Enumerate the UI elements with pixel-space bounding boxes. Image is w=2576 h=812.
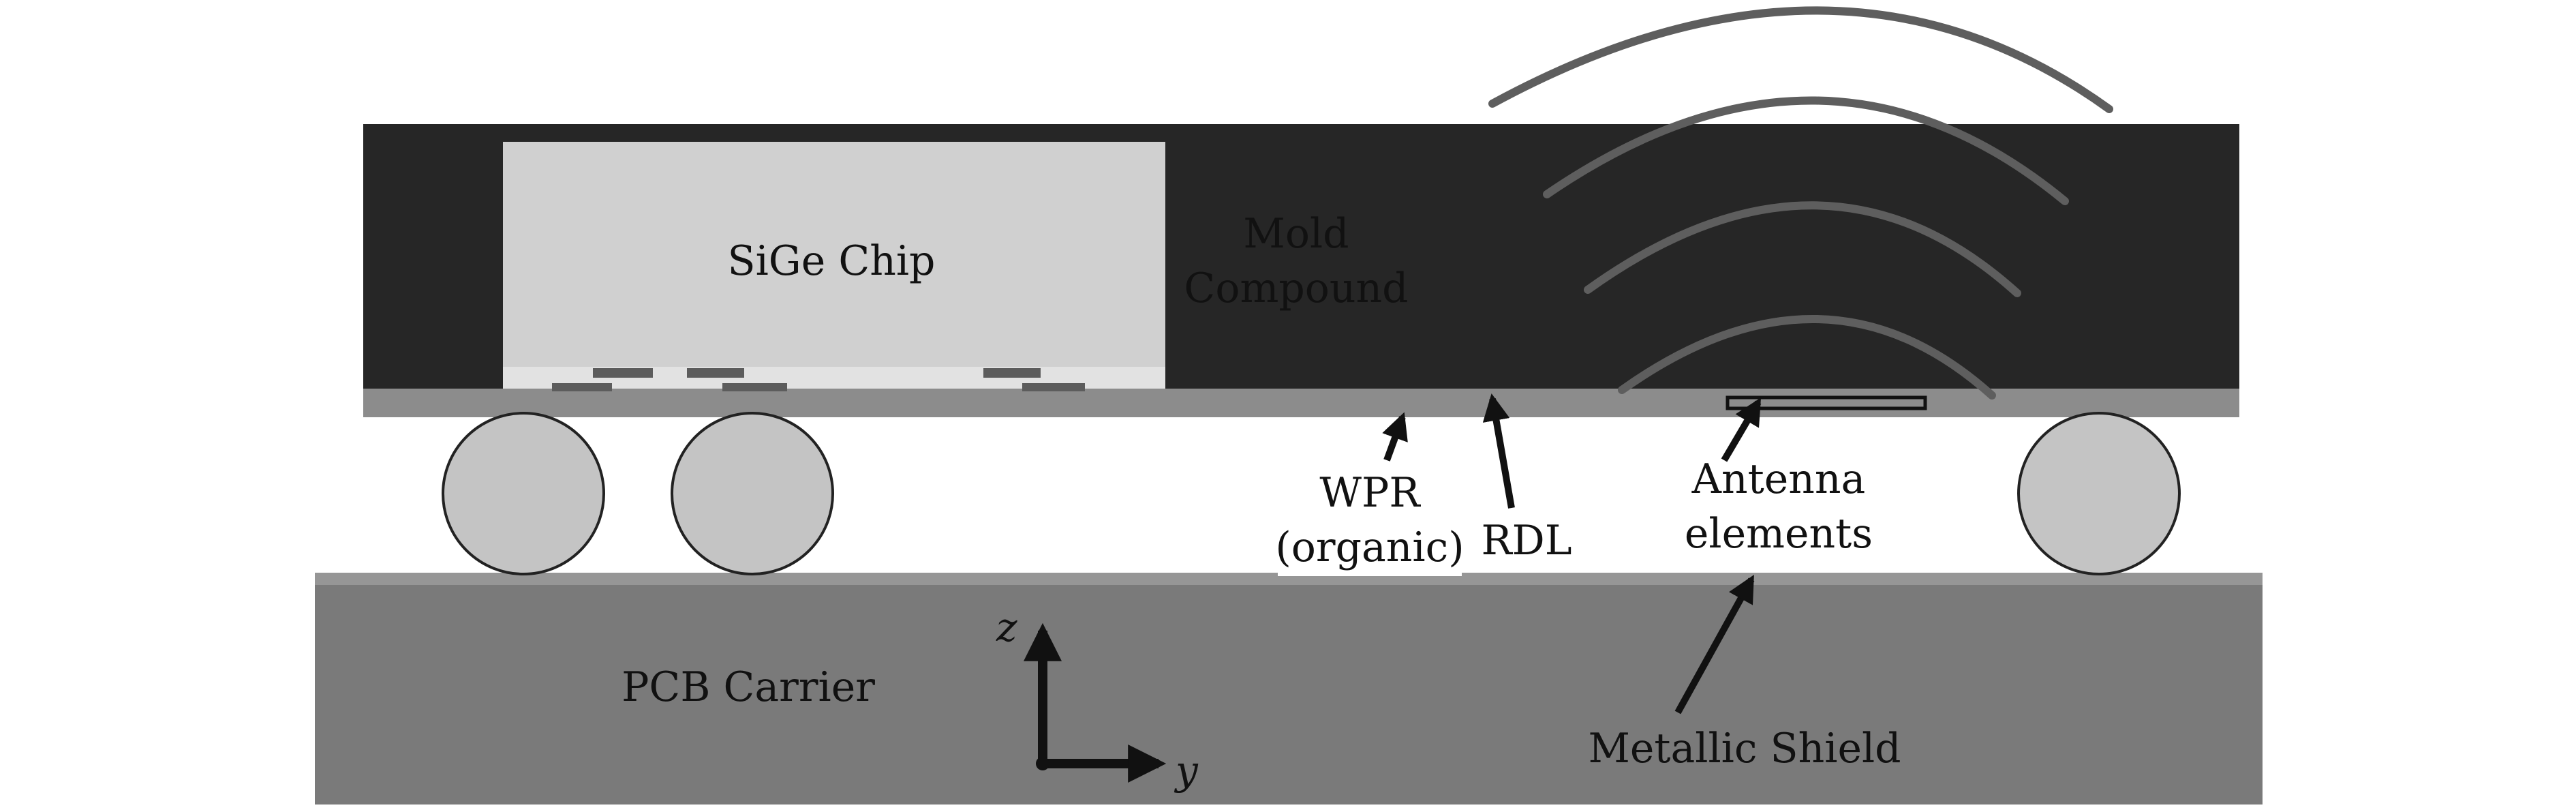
pcb-carrier [315,576,2263,805]
solder-ball [671,412,834,575]
chip-label: SiGe Chip [728,237,936,285]
radiation-wave [1618,315,1996,400]
wpr-label-backdrop [1278,464,1462,576]
wpr-label-line2: (organic) [1275,524,1464,571]
radiation-wave [1488,6,2113,113]
radiation-wave [1584,201,2021,297]
solder-ball [2017,412,2181,575]
metallic-shield-layer [315,573,2263,585]
chip-pad [983,368,1041,378]
rdl-pointer-arrow [1482,393,1515,509]
solder-ball [442,412,605,575]
chip-pad [552,383,612,391]
z-axis-label: z [996,604,1017,650]
mold-compound-label-line2: Compound [1184,265,1408,312]
axis-origin [1036,757,1049,770]
antenna-pointer-arrow [1721,397,1762,462]
y-axis-label: y [1174,747,1199,794]
chip-pad [687,368,744,378]
rdl-wpr-layer [363,389,2239,417]
sige-chip [503,142,1165,389]
chip-pad [1022,383,1085,391]
antenna-label-line2: elements [1685,510,1873,558]
antenna-element [1726,395,1927,410]
wpr-pointer-arrow [1382,412,1408,462]
chip-pad [593,368,653,378]
pcb-carrier-label: PCB Carrier [622,663,875,711]
radiation-wave [1543,96,2069,205]
mold-compound-label-line1: Mold [1243,210,1349,258]
shield-pointer-arrow [1674,575,1755,715]
wpr-label-line1: WPR [1319,469,1421,517]
antenna-label-line1: Antenna [1691,455,1866,503]
metallic-shield-label: Metallic Shield [1588,725,1901,772]
rdl-label: RDL [1481,517,1571,565]
chip-pad [722,383,787,391]
